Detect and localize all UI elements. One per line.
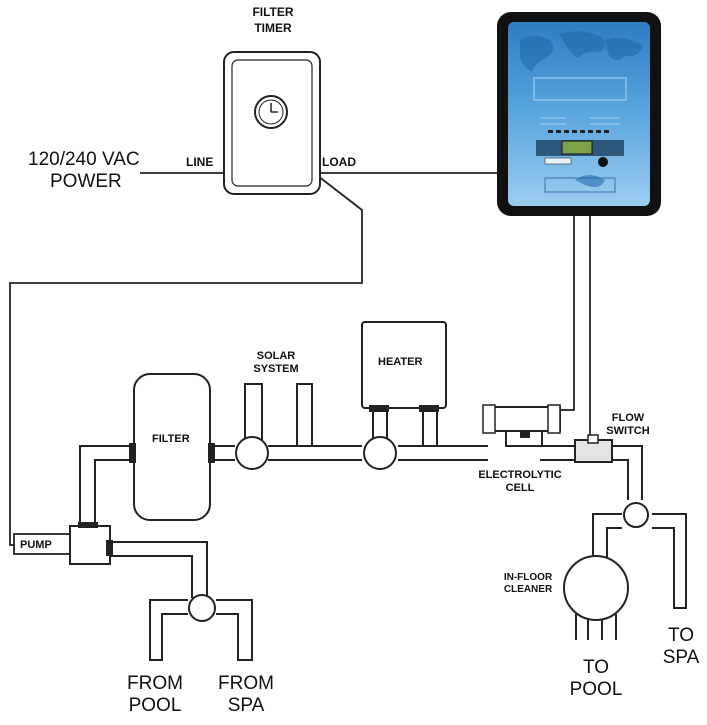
- filter-timer-label-1: FILTER: [252, 5, 294, 19]
- pump-unit: [13, 522, 113, 565]
- valves: [188, 436, 649, 622]
- filter-tank: [129, 373, 215, 521]
- heater-valve: [363, 436, 397, 470]
- filter-label: FILTER: [152, 433, 190, 445]
- power-label-2: POWER: [50, 171, 122, 192]
- cell-label-1: ELECTROLYTIC: [478, 469, 562, 481]
- load-label: LOAD: [322, 155, 356, 169]
- heater-label: HEATER: [378, 356, 423, 368]
- power-wires: [9, 172, 498, 546]
- flow-switch-label-1: FLOW: [611, 412, 645, 424]
- solar-label-1: SOLAR: [256, 350, 296, 362]
- control-knob: [598, 157, 608, 167]
- electrolytic-cell: [482, 404, 561, 447]
- chlorinator-controller: [497, 12, 661, 216]
- filter-timer: [223, 51, 321, 195]
- flow-switch-label-2: SWITCH: [606, 425, 650, 437]
- pipes: [79, 383, 687, 661]
- from-pool-label-1: FROM: [127, 673, 183, 694]
- suction-valve: [188, 594, 216, 622]
- world-map-graphic: [520, 31, 643, 187]
- heater-unit: [361, 321, 447, 412]
- power-label-1: 120/240 VAC: [28, 149, 140, 170]
- to-pool-label-2: POOL: [569, 679, 623, 700]
- to-pool-label-1: TO: [582, 657, 610, 678]
- output-valve: [623, 502, 649, 528]
- from-spa-label-2: SPA: [227, 695, 265, 716]
- from-spa-label-1: FROM: [218, 673, 274, 694]
- to-spa-label-1: TO: [667, 625, 695, 646]
- solar-valve: [235, 436, 269, 470]
- filter-timer-label-2: TIMER: [254, 21, 292, 35]
- indicator-leds: [548, 130, 609, 133]
- pump-label: PUMP: [20, 539, 52, 551]
- lcd-display: [561, 140, 593, 155]
- cell-label-2: CELL: [505, 482, 535, 494]
- in-floor-cleaner: [563, 555, 629, 640]
- mode-switch: [544, 157, 572, 165]
- solar-label-2: SYSTEM: [253, 363, 299, 375]
- cleaner-label-1: IN-FLOOR: [503, 572, 553, 583]
- from-pool-label-2: POOL: [128, 695, 182, 716]
- to-spa-label-2: SPA: [662, 647, 700, 668]
- line-label: LINE: [186, 155, 214, 169]
- flow-switch: [574, 434, 613, 463]
- clock-icon: [254, 95, 288, 129]
- cleaner-label-2: CLEANER: [503, 584, 553, 595]
- cell-cables: [558, 216, 591, 441]
